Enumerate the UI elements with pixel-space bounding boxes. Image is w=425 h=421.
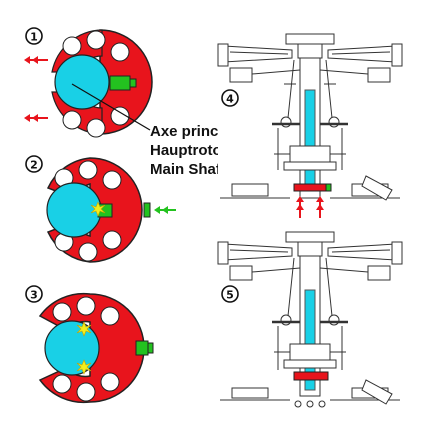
main-shaft	[44, 320, 100, 376]
step-number-badge: 3	[25, 285, 43, 303]
step-number-badge: 4	[221, 89, 239, 107]
callout-leader-line	[71, 83, 151, 131]
callout-label-en: Main Shaft	[150, 161, 226, 178]
green-arrow-icon	[154, 206, 176, 214]
red-arrow-icon	[24, 114, 48, 122]
set-screw	[109, 75, 137, 91]
step-number-badge: 2	[25, 155, 43, 173]
step-1-panel: 1	[24, 27, 153, 138]
step-4-panel: 4	[217, 33, 403, 218]
set-screw	[135, 340, 154, 356]
step-3-number: 3	[30, 289, 38, 302]
step-2-panel: 2	[25, 155, 176, 263]
step-2-number: 2	[30, 159, 38, 172]
step-1-number: 1	[30, 31, 38, 44]
step-4-number: 4	[226, 93, 234, 106]
red-arrow-icon	[24, 56, 48, 64]
step-5-number: 5	[226, 289, 234, 302]
set-screw	[325, 183, 332, 192]
main-shaft	[54, 54, 110, 110]
step-3-panel: 3	[25, 285, 154, 404]
red-arrow-icon	[296, 196, 324, 218]
step-5-panel: 5	[217, 231, 403, 410]
spark-icon	[76, 321, 92, 337]
collar-clamp	[293, 371, 329, 381]
step-number-badge: 5	[221, 285, 239, 303]
spark-icon	[90, 201, 106, 217]
collar-clamp	[293, 183, 327, 192]
spark-icon	[76, 359, 92, 375]
main-shaft	[46, 182, 102, 238]
step-number-badge: 1	[25, 27, 43, 45]
